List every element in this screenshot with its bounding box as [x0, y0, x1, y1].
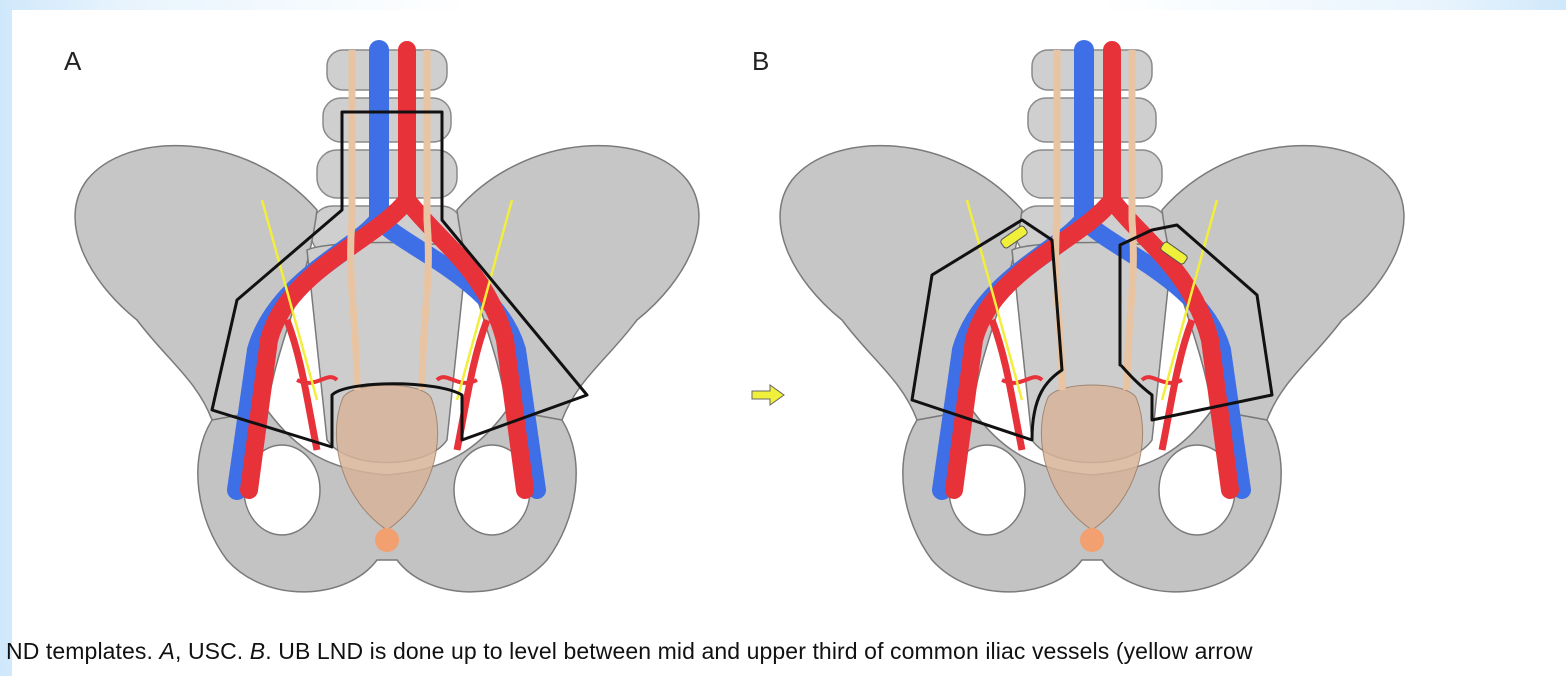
yellow-arrow-icon: [752, 385, 784, 405]
figure-caption: ND templates. A, USC. B. UB LND is done …: [6, 638, 1566, 665]
caption-b-italic: B: [250, 638, 265, 664]
caption-a-italic: A: [160, 638, 175, 664]
slide: A B ND templates. A, USC. B. UB LND is d…: [12, 10, 1566, 676]
panel-a-label: A: [64, 46, 81, 77]
caption-lead: ND templates.: [6, 638, 160, 664]
panel-a-illustration: [75, 50, 699, 592]
panel-b-label: B: [752, 46, 769, 77]
panel-b-illustration: [780, 50, 1404, 592]
caption-rest: . UB LND is done up to level between mid…: [265, 638, 1252, 664]
lymph-node-dissection-figure: [12, 10, 1566, 620]
caption-a-text: , USC.: [175, 638, 250, 664]
